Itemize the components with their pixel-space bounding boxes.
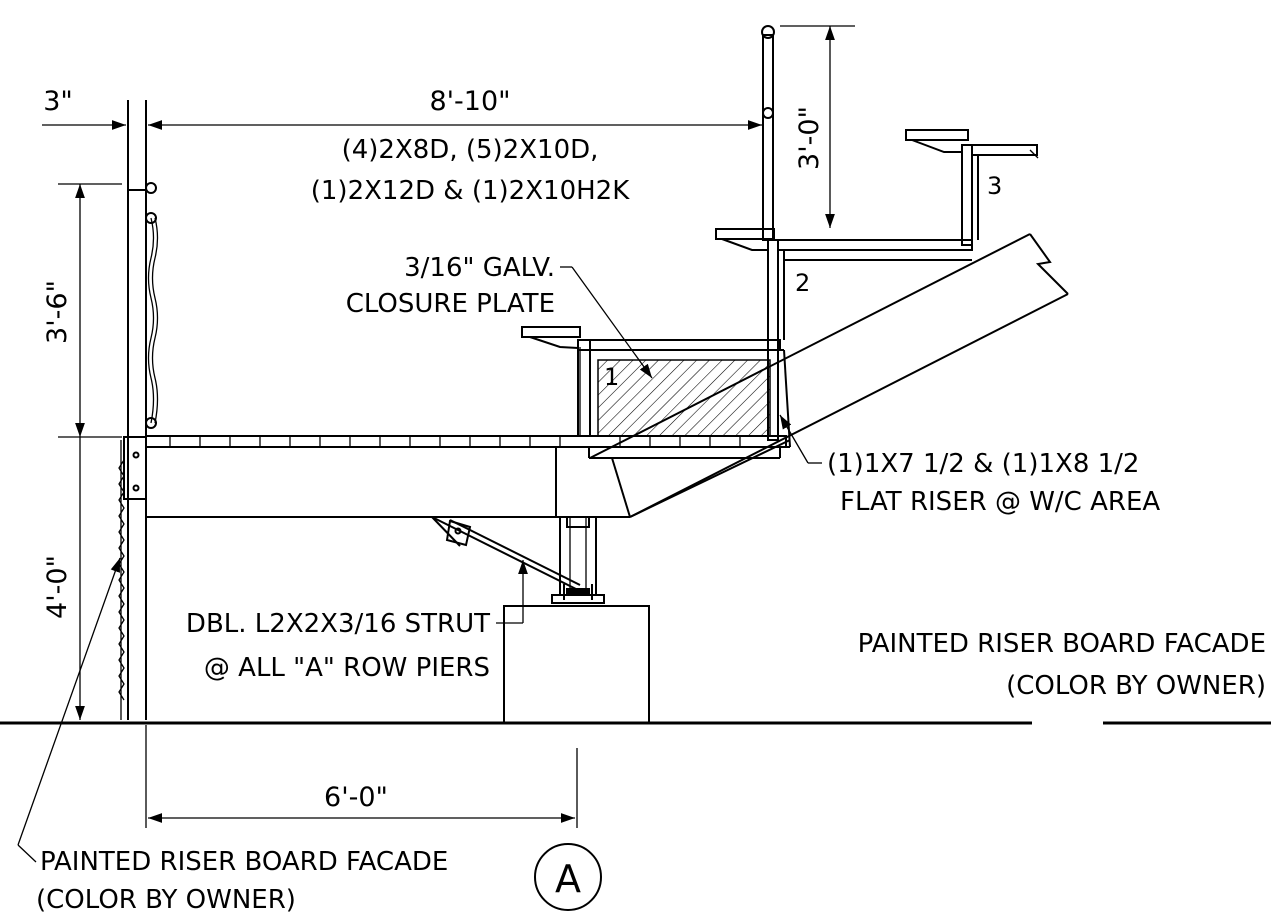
- grid-bubble-a: A: [534, 843, 602, 911]
- dim-left-upper-height: 3'-6": [42, 280, 73, 344]
- dim-top-span: 8'-10": [429, 86, 510, 117]
- dim-top-left-width: 3": [43, 86, 73, 117]
- row-number-3: 3: [987, 172, 1002, 200]
- row-number-2: 2: [795, 269, 810, 297]
- note-facade-left-line1: PAINTED RISER BOARD FACADE: [40, 847, 448, 877]
- closure-plate: [597, 359, 771, 437]
- note-riser-line2: FLAT RISER @ W/C AREA: [840, 487, 1160, 517]
- note-facade-left-line2: (COLOR BY OWNER): [36, 885, 296, 915]
- note-members-line1: (4)2X8D, (5)2X10D,: [342, 135, 599, 165]
- left-facade: [118, 100, 159, 720]
- note-riser-line1: (1)1X7 1/2 & (1)1X8 1/2: [827, 449, 1139, 479]
- note-facade-right-line1: PAINTED RISER BOARD FACADE: [858, 629, 1266, 659]
- dimension-lines: [42, 25, 855, 828]
- dim-rail-height: 3'-0": [794, 106, 825, 170]
- concrete-pier: [503, 605, 650, 724]
- note-closure-line1: 3/16" GALV.: [404, 253, 555, 283]
- note-members-line2: (1)2X12D & (1)2X10H2K: [311, 176, 630, 206]
- note-facade-right-line2: (COLOR BY OWNER): [1006, 671, 1266, 701]
- row-2-riser: [715, 228, 973, 441]
- diagonal-strut: [431, 516, 581, 591]
- dim-left-lower-height: 4'-0": [42, 555, 73, 619]
- row-3-riser: [905, 129, 1039, 246]
- grid-bubble-label: A: [555, 857, 581, 901]
- dim-bottom-span: 6'-0": [324, 782, 388, 813]
- note-strut-line1: DBL. L2X2X3/16 STRUT: [186, 609, 490, 639]
- leader-lines: [17, 266, 822, 863]
- note-closure-line2: CLOSURE PLATE: [346, 289, 555, 319]
- row-number-1: 1: [604, 363, 619, 391]
- main-beam: [146, 439, 791, 518]
- steel-column: [551, 516, 605, 604]
- handrail-post: [761, 25, 775, 241]
- first-deck: [145, 435, 787, 459]
- note-strut-line2: @ ALL "A" ROW PIERS: [204, 653, 490, 683]
